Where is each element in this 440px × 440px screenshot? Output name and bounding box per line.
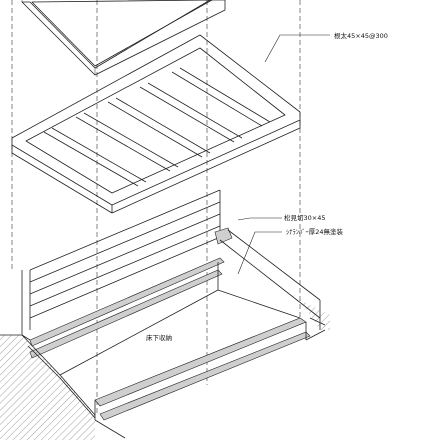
cross-joists xyxy=(43,67,271,187)
lid-panel xyxy=(21,0,226,76)
leader-lines xyxy=(237,34,330,275)
sill-strip-back xyxy=(29,257,225,347)
sill-corner xyxy=(214,227,233,245)
label-storage: 床下収納 xyxy=(146,333,172,342)
floor-opening xyxy=(0,189,330,440)
joist-frame xyxy=(11,34,301,214)
floor-section-hatch xyxy=(0,335,95,440)
alignment-lines xyxy=(11,0,301,415)
label-plywood: ｼﾅﾗﾝﾊﾞｰ厚24無塗装 xyxy=(286,227,344,236)
label-joist: 根太45×45@300 xyxy=(334,31,388,40)
label-sill: 松見切30×45 xyxy=(284,213,326,222)
sill-strip-front xyxy=(94,317,307,407)
